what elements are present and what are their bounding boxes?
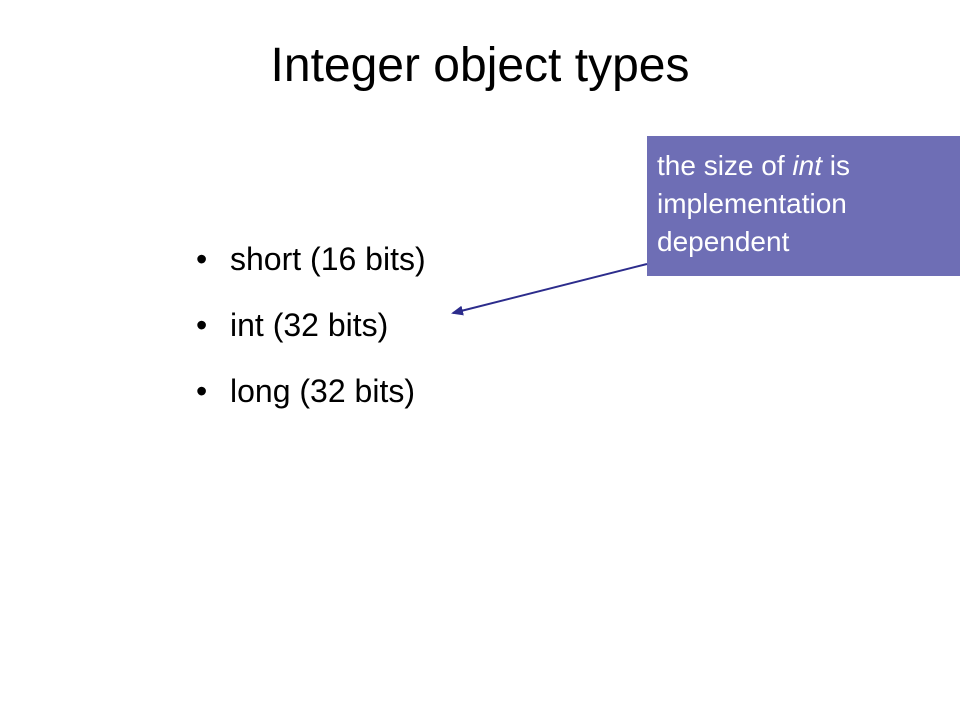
bullet-marker: • <box>196 307 208 343</box>
callout-text-end: is implementation dependent <box>657 150 850 257</box>
bullet-marker: • <box>196 241 208 277</box>
bullet-marker: • <box>196 373 208 409</box>
arrow-line <box>451 263 648 316</box>
list-item: • short (16 bits) <box>196 226 426 292</box>
bullet-list: • short (16 bits) • int (32 bits) • long… <box>196 226 426 424</box>
callout-box: the size of int is implementation depend… <box>647 136 960 276</box>
list-item: • int (32 bits) <box>196 292 426 358</box>
bullet-text: int (32 bits) <box>230 307 389 343</box>
callout-emphasis: int <box>792 150 822 181</box>
slide-title: Integer object types <box>270 39 690 92</box>
list-item: • long (32 bits) <box>196 358 426 424</box>
bullet-text: long (32 bits) <box>230 373 415 409</box>
callout-text-start: the size of <box>657 150 793 181</box>
bullet-text: short (16 bits) <box>230 241 426 277</box>
